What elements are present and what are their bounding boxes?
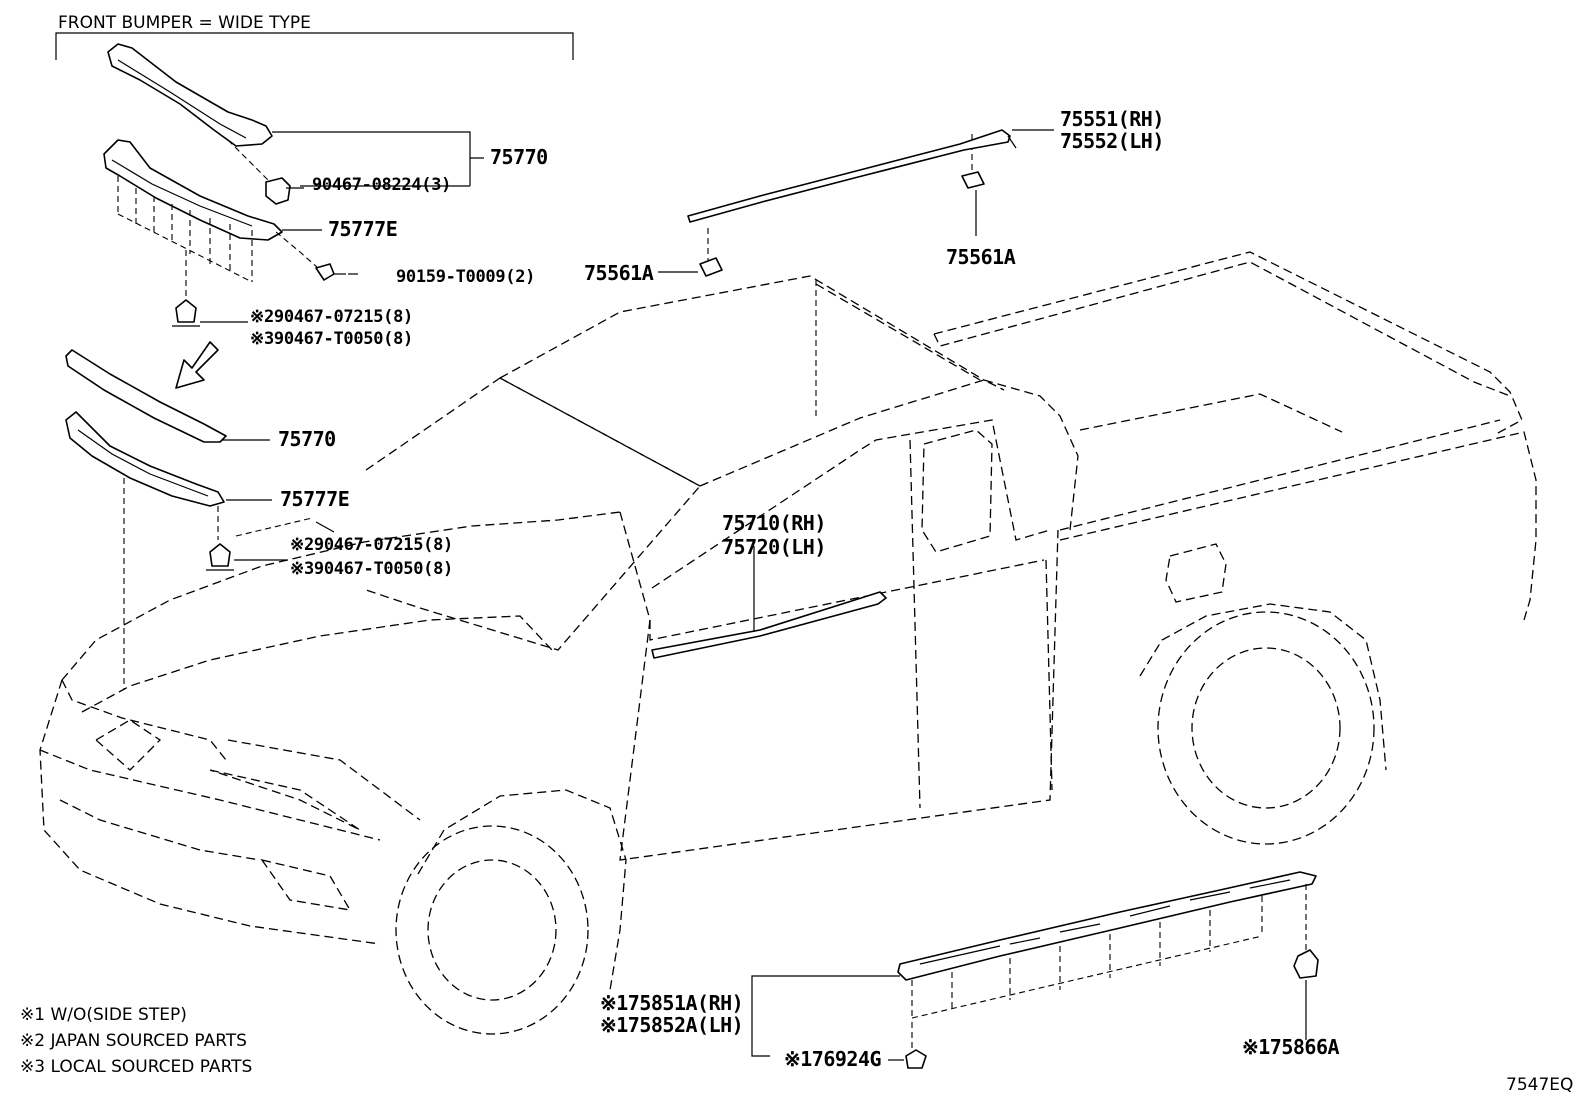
roof-molding-part xyxy=(658,129,1054,277)
callout-90467-07215-upper: ※290467-07215(8) xyxy=(250,307,413,327)
callout-75710-RH: 75710(RH) xyxy=(722,511,826,535)
callout-75561A-right: 75561A xyxy=(946,245,1016,269)
callouts-upper: 75770 90467-08224(3) 75777E 90159-T0009(… xyxy=(250,145,548,349)
callout-90467-T0050-lower: ※390467-T0050(8) xyxy=(290,559,453,579)
door-belt-molding-part: 75710(RH) 75720(LH) xyxy=(651,511,887,659)
bumper-garnish-upper-part xyxy=(103,43,484,389)
callout-75720-LH: 75720(LH) xyxy=(722,535,826,559)
header-label: FRONT BUMPER = WIDE TYPE xyxy=(58,13,311,33)
callout-76924G: ※176924G xyxy=(784,1047,882,1071)
callout-90159-T0009: 90159-T0009(2) xyxy=(396,267,535,287)
callouts-rocker: ※175851A(RH) ※175852A(LH) ※176924G ※1758… xyxy=(600,991,1340,1071)
callout-75866A: ※175866A xyxy=(1242,1035,1340,1059)
rocker-molding-part xyxy=(751,871,1319,1069)
footnote-3: ※3 LOCAL SOURCED PARTS xyxy=(20,1057,252,1077)
callout-75777E-upper: 75777E xyxy=(328,217,397,241)
callout-75551-RH: 75551(RH) xyxy=(1060,107,1164,131)
header-bracket: FRONT BUMPER = WIDE TYPE xyxy=(55,13,574,60)
callout-75552-LH: 75552(LH) xyxy=(1060,129,1164,153)
callout-75852A-LH: ※175852A(LH) xyxy=(600,1013,743,1037)
callout-75770-lower: 75770 xyxy=(278,427,336,451)
bumper-garnish-lower-part xyxy=(65,349,335,690)
footnote-2: ※2 JAPAN SOURCED PARTS xyxy=(20,1031,247,1051)
callouts-roof: 75551(RH) 75552(LH) 75561A 75561A xyxy=(584,107,1164,285)
callout-75561A-left: 75561A xyxy=(584,261,654,285)
footnotes: ※1 W/O(SIDE STEP) ※2 JAPAN SOURCED PARTS… xyxy=(20,1005,252,1077)
callouts-mid: 75770 75777E ※290467-07215(8) ※390467-T0… xyxy=(278,427,453,579)
callout-75777E-lower: 75777E xyxy=(280,487,349,511)
callout-90467-07215-lower: ※290467-07215(8) xyxy=(290,535,453,555)
callout-90467-08224: 90467-08224(3) xyxy=(312,175,451,195)
callout-75770-upper: 75770 xyxy=(490,145,548,169)
callout-75851A-RH: ※175851A(RH) xyxy=(600,991,743,1015)
truck-outline xyxy=(39,134,1537,1035)
footnote-1: ※1 W/O(SIDE STEP) xyxy=(20,1005,187,1025)
callout-90467-T0050-upper: ※390467-T0050(8) xyxy=(250,329,413,349)
figure-code: 7547EQ xyxy=(1506,1075,1573,1095)
